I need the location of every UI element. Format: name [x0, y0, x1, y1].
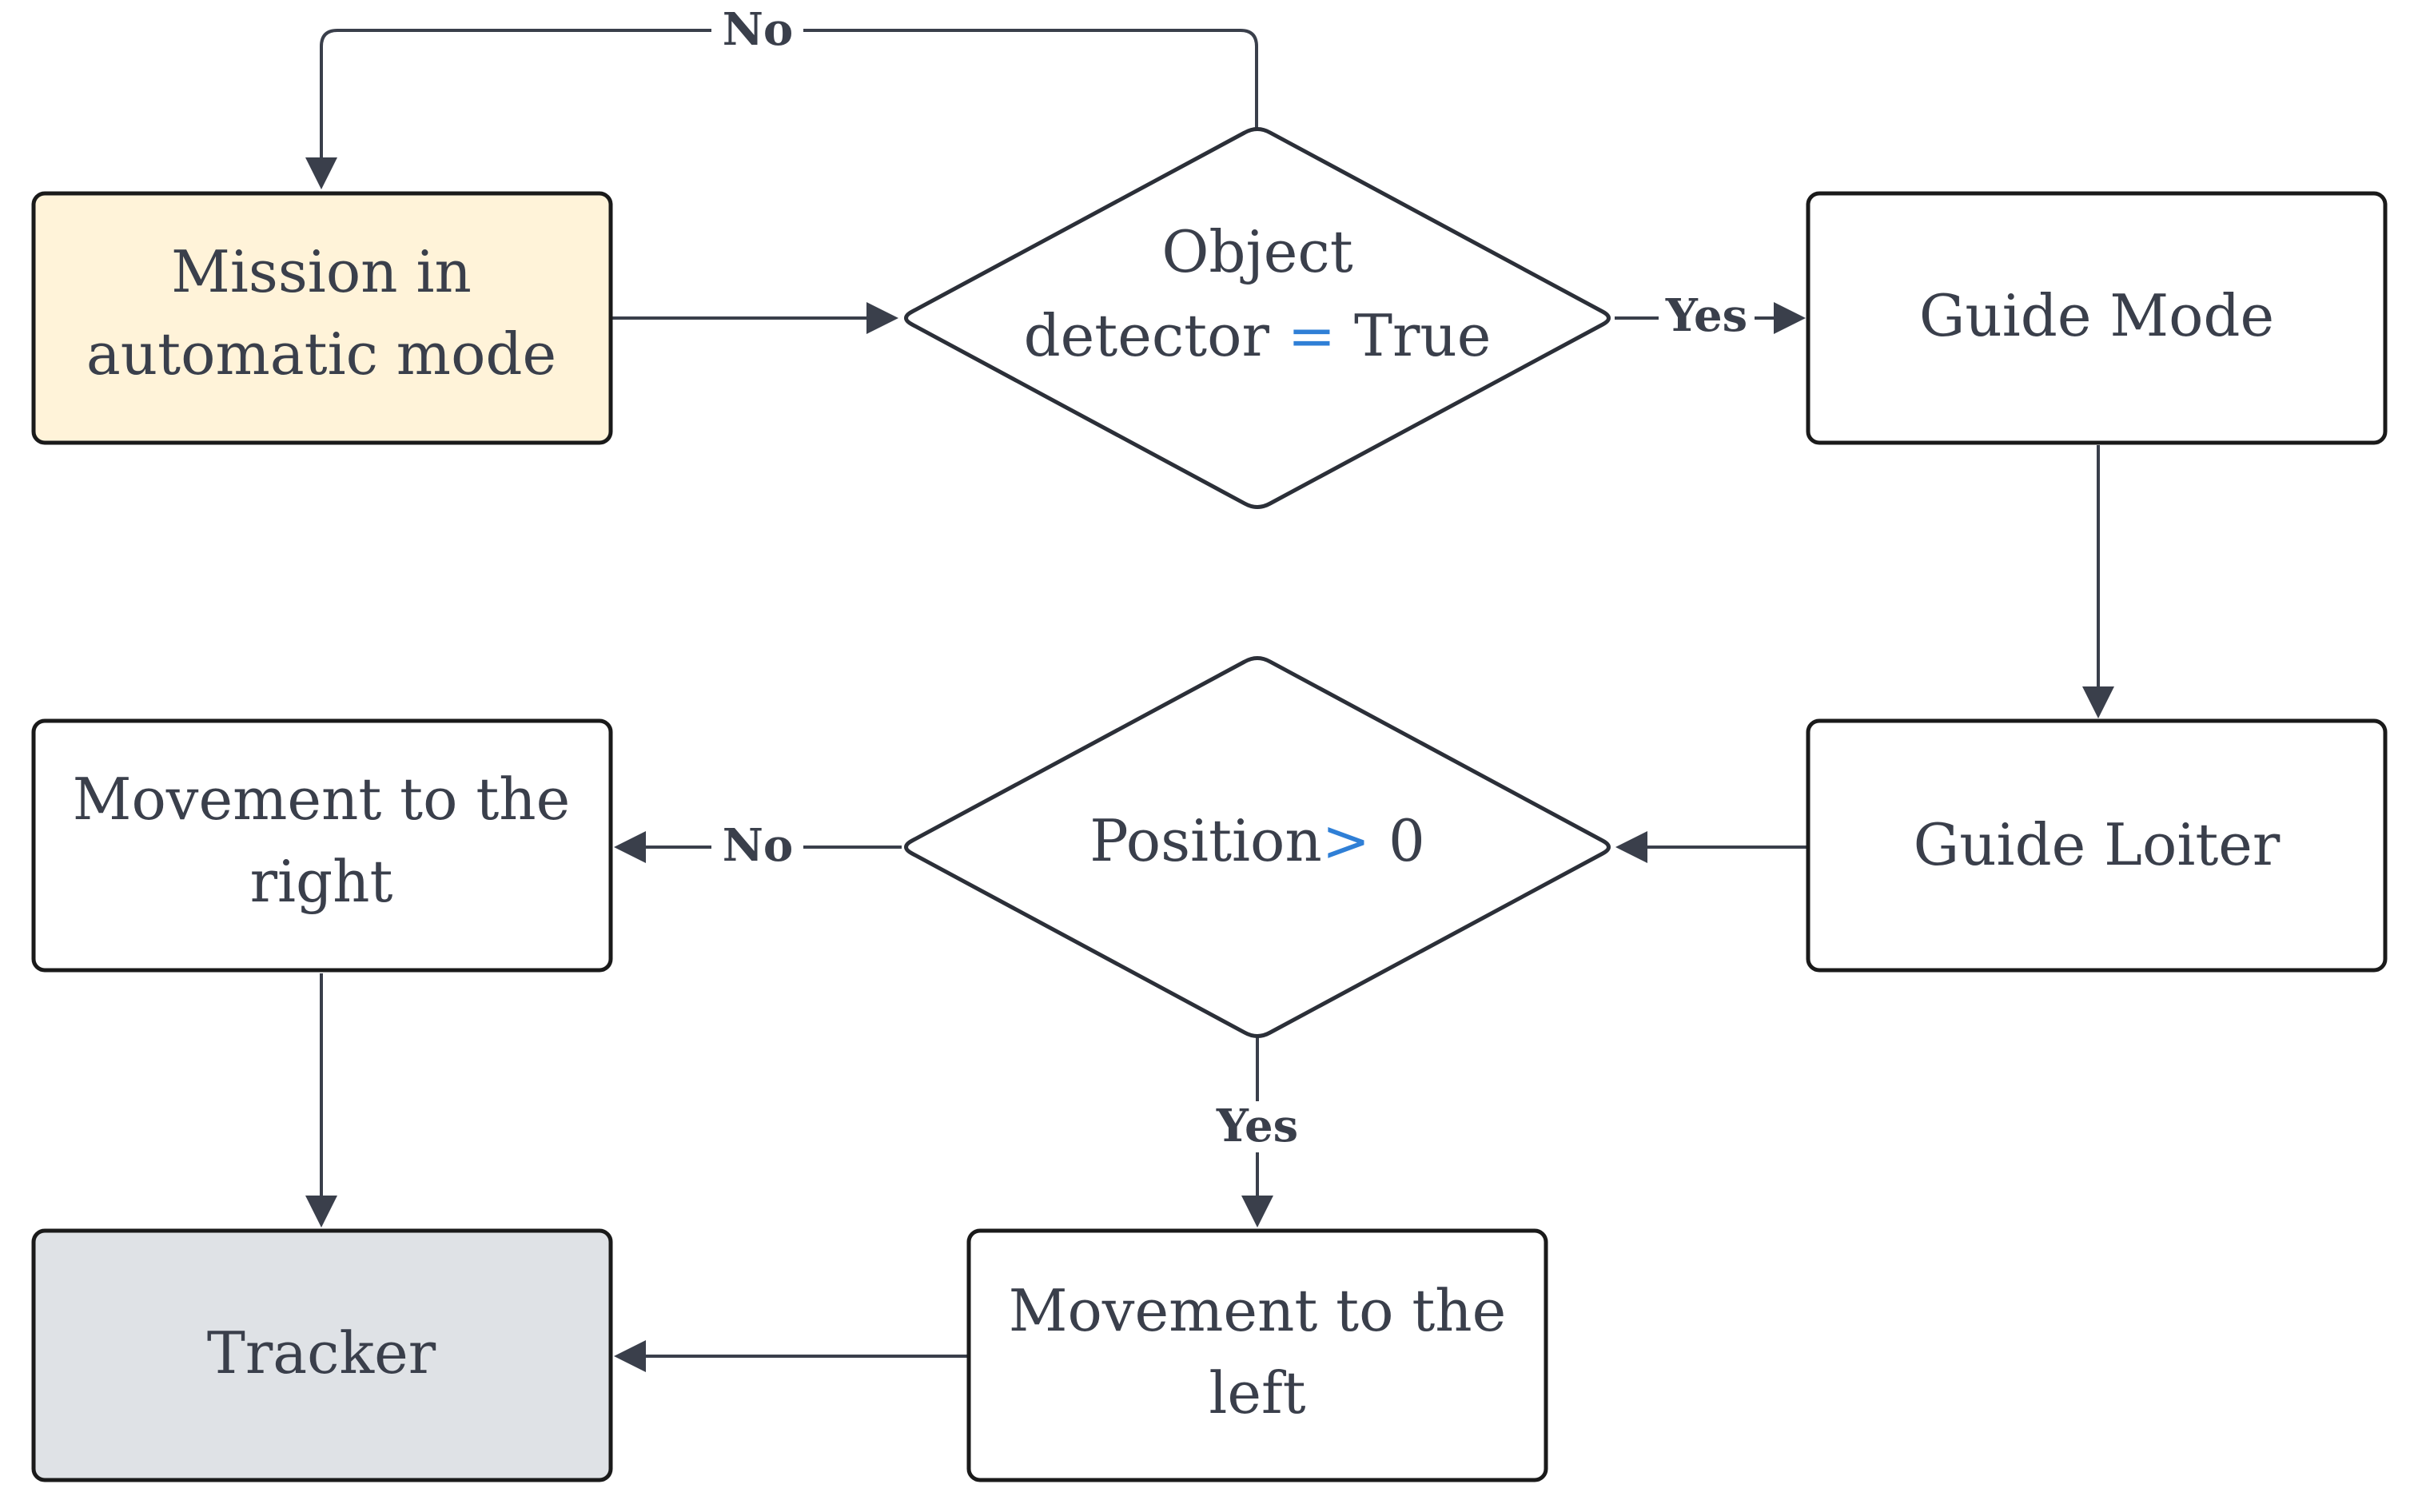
- mission-box: [31, 191, 613, 445]
- node-detector: Object detector = True: [904, 127, 1611, 509]
- move-right-label-line1: Movement to the: [73, 766, 571, 833]
- move-left-label-line1: Movement to the: [1009, 1277, 1507, 1344]
- edge-labels: No Yes No Yes: [711, 3, 1755, 1152]
- edge-label-position-no: No: [723, 819, 794, 872]
- node-mission: Mission in automatic mode: [31, 191, 613, 445]
- position-label: Position> 0: [1089, 807, 1425, 874]
- guide-mode-label: Guide Mode: [1919, 282, 2274, 349]
- edge-label-detector-yes: Yes: [1665, 289, 1747, 342]
- mission-label-line2: automatic mode: [86, 320, 556, 388]
- tracker-box: [31, 1228, 613, 1482]
- move-right-label-line2: right: [250, 848, 393, 915]
- node-guide-mode: Guide Mode: [1806, 191, 2388, 445]
- guide-loiter-box: [1806, 718, 2388, 973]
- node-tracker: Tracker: [31, 1228, 613, 1482]
- node-guide-loiter: Guide Loiter: [1806, 718, 2388, 973]
- mission-label-line1: Mission in: [171, 238, 472, 305]
- detector-label-line2: detector = True: [1024, 302, 1492, 369]
- move-left-label-line2: left: [1209, 1359, 1305, 1426]
- guide-mode-box: [1806, 191, 2388, 445]
- edge-label-detector-no: No: [723, 3, 794, 56]
- node-position: Position> 0: [904, 656, 1611, 1038]
- position-diamond: [904, 656, 1611, 1038]
- edge-label-position-yes: Yes: [1216, 1100, 1298, 1152]
- node-move-left: Movement to the left: [966, 1228, 1548, 1482]
- move-right-box: [31, 718, 613, 973]
- move-left-box: [966, 1228, 1548, 1482]
- detector-label-line1: Object: [1161, 218, 1352, 285]
- guide-loiter-label: Guide Loiter: [1914, 811, 2281, 878]
- detector-diamond: [904, 127, 1611, 509]
- tracker-label: Tracker: [207, 1319, 436, 1387]
- node-move-right: Movement to the right: [31, 718, 613, 973]
